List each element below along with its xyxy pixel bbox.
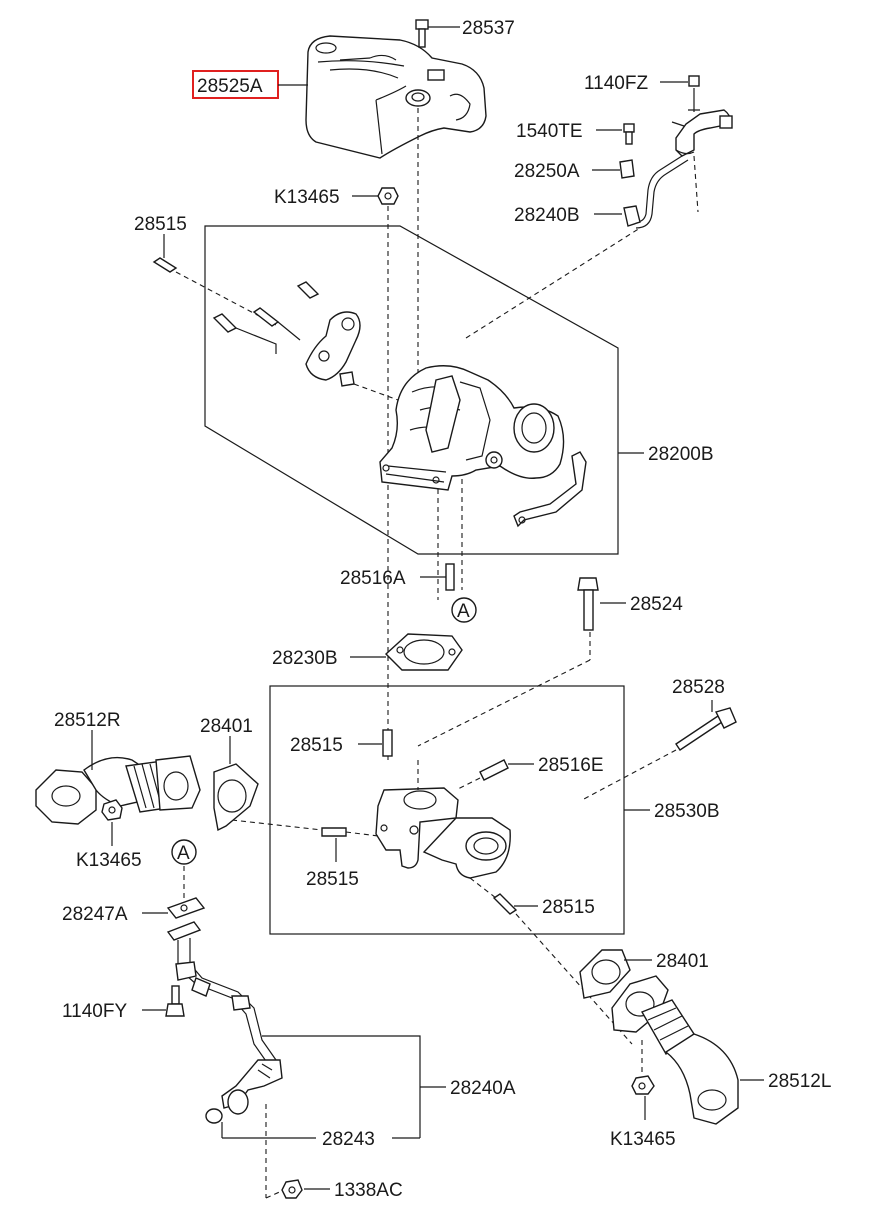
exhaust-manifold-part bbox=[375, 787, 511, 879]
label-28516A: 28516A bbox=[340, 568, 406, 589]
stud-28516A-part bbox=[445, 563, 455, 591]
reference-marker-a-top: A bbox=[451, 597, 477, 623]
label-28524: 28524 bbox=[630, 594, 683, 615]
oil-return-pipe-28240A-part bbox=[166, 921, 283, 1124]
label-28515-right: 28515 bbox=[542, 897, 595, 918]
label-28525A: 28525A bbox=[197, 76, 263, 97]
label-K13465-left: K13465 bbox=[76, 850, 142, 871]
label-28200B: 28200B bbox=[648, 444, 714, 465]
group-box-28200B bbox=[204, 225, 619, 555]
label-28537: 28537 bbox=[462, 18, 515, 39]
gasket-28247A-part bbox=[166, 897, 206, 919]
bolt-28528-part bbox=[675, 707, 737, 751]
label-28530B: 28530B bbox=[654, 801, 720, 822]
label-28401-right: 28401 bbox=[656, 951, 709, 972]
exhaust-pipe-28512R-part bbox=[35, 755, 201, 825]
label-28243: 28243 bbox=[322, 1129, 375, 1150]
heat-shield-part bbox=[305, 35, 487, 159]
label-28515-low: 28515 bbox=[306, 869, 359, 890]
bolt-28537-part bbox=[415, 19, 429, 48]
nut-k13465-right-part bbox=[631, 1075, 655, 1095]
label-28240A: 28240A bbox=[450, 1078, 516, 1099]
label-28401-left: 28401 bbox=[200, 716, 253, 737]
svg-text:A: A bbox=[177, 843, 190, 864]
label-1540TE: 1540TE bbox=[516, 121, 583, 142]
label-28515-mid: 28515 bbox=[290, 735, 343, 756]
label-28240B: 28240B bbox=[514, 205, 580, 226]
label-K13465-top: K13465 bbox=[274, 187, 340, 208]
gasket-28230B-part bbox=[384, 633, 463, 671]
stud-28515-right-part bbox=[492, 893, 518, 915]
label-28528: 28528 bbox=[672, 677, 725, 698]
label-1140FY: 1140FY bbox=[62, 1001, 127, 1022]
gasket-28401-right-part bbox=[579, 949, 631, 999]
label-28512R: 28512R bbox=[54, 710, 121, 731]
stud-28516E-part bbox=[479, 759, 509, 781]
stud-28515-top-part bbox=[152, 257, 178, 273]
bracket-and-bolts-part bbox=[212, 281, 361, 387]
stud-28515-mid-part bbox=[382, 729, 393, 757]
label-28230B: 28230B bbox=[272, 648, 338, 669]
svg-text:A: A bbox=[457, 601, 470, 622]
group-bracket-28240A bbox=[262, 1035, 421, 1138]
bolt-28524-part bbox=[577, 577, 599, 631]
label-1338AC: 1338AC bbox=[334, 1180, 403, 1201]
nut-k13465-top-part bbox=[377, 187, 399, 205]
label-28515-top: 28515 bbox=[134, 214, 187, 235]
label-28247A: 28247A bbox=[62, 904, 128, 925]
bolt-1140FY-part bbox=[165, 985, 185, 1017]
reference-marker-a-bottom: A bbox=[171, 839, 197, 865]
nut-1338AC-part bbox=[281, 1179, 303, 1199]
label-K13465-right: K13465 bbox=[610, 1129, 676, 1150]
turbocharger-body-part bbox=[379, 365, 565, 491]
actuator-rod-part bbox=[513, 451, 587, 528]
exhaust-pipe-28512L-part bbox=[611, 975, 739, 1125]
stud-28515-low-part bbox=[321, 827, 347, 837]
nut-k13465-left-part bbox=[101, 799, 123, 821]
label-1140FZ: 1140FZ bbox=[584, 73, 648, 94]
gasket-28401-left-part bbox=[213, 763, 259, 832]
label-28250A: 28250A bbox=[514, 161, 580, 182]
label-28512L: 28512L bbox=[768, 1071, 831, 1092]
oil-feed-pipe-28240B-part bbox=[619, 75, 733, 229]
label-28516E: 28516E bbox=[538, 755, 604, 776]
